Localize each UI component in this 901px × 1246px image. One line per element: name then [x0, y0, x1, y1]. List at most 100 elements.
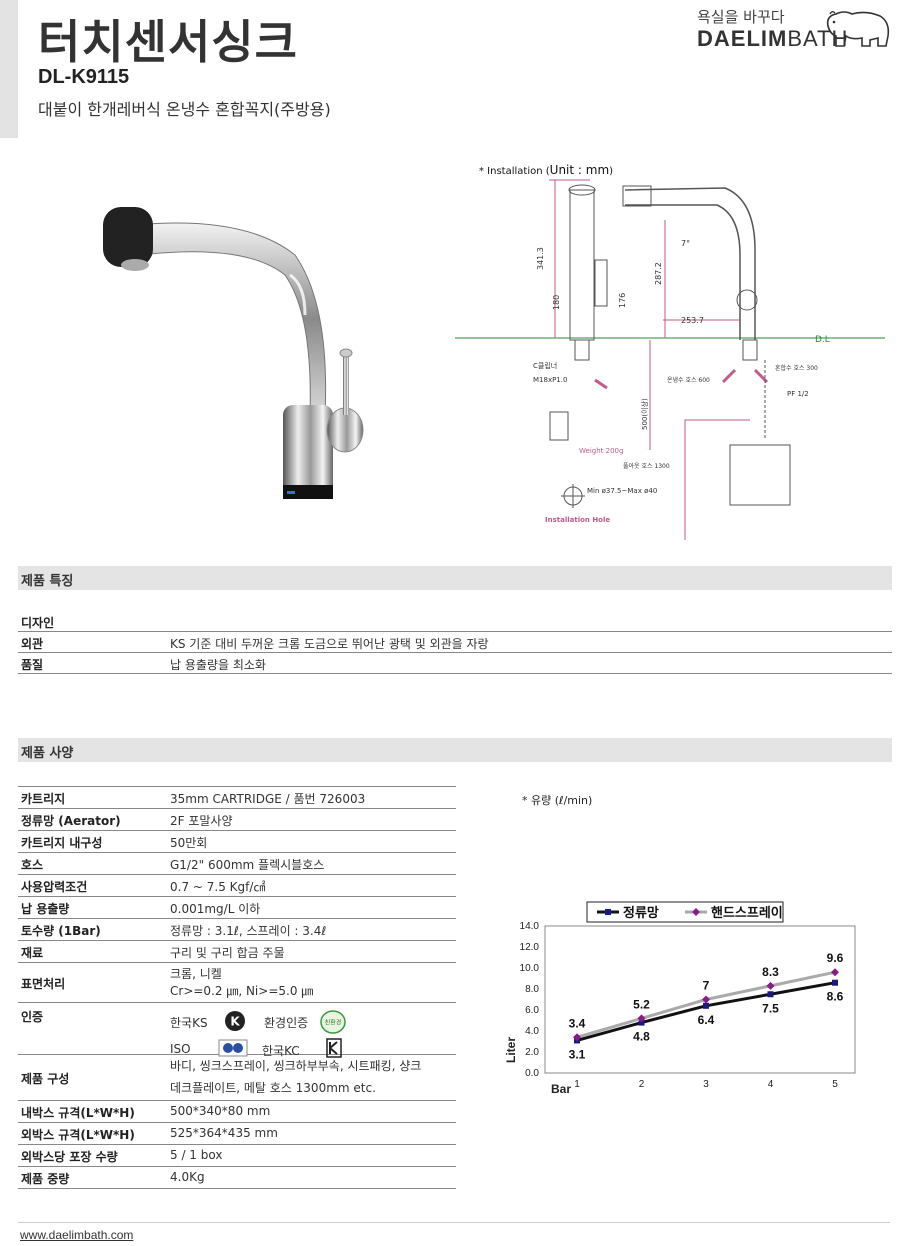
brand-tagline: 욕실을 바꾸다 — [697, 8, 785, 26]
spec-divider — [18, 962, 456, 963]
installation-unit: Unit : mm — [549, 163, 610, 177]
spec-divider — [18, 1144, 456, 1145]
features-section-header: 제품 특징 — [18, 566, 892, 590]
spec-divider — [18, 830, 456, 831]
data-label: 5.2 — [633, 997, 650, 1011]
spec-key: 내박스 규격(L*W*H) — [21, 1106, 135, 1120]
model-number: DL-K9115 — [38, 66, 130, 88]
dim-angle: 7° — [681, 239, 690, 248]
x-tick-label: 4 — [768, 1079, 774, 1090]
spec-value: 크롬, 니켈 — [170, 967, 222, 981]
x-tick-label: 1 — [574, 1079, 580, 1090]
flow-rate-note: * 유량 (ℓ/min) — [522, 794, 593, 807]
y-tick-label: 8.0 — [525, 984, 539, 995]
cert-ks-label: 한국KS — [170, 1016, 208, 1030]
spec-key: 인증 — [21, 1010, 44, 1024]
spec-divider — [18, 918, 456, 919]
label-pf: PF 1/2 — [787, 390, 809, 398]
divider — [18, 673, 892, 674]
spec-value: 0.001mg/L 이하 — [170, 902, 261, 916]
data-point — [637, 1014, 646, 1023]
dim-180: 180 — [552, 295, 561, 310]
spec-key: 토수량 (1Bar) — [21, 924, 101, 938]
spec-key: 재료 — [21, 946, 44, 960]
label-hot-hose: 온냉수 호스 600 — [667, 376, 710, 384]
footer-website-link[interactable]: www.daelimbath.com — [20, 1228, 134, 1242]
spec-key: 외박스 규격(L*W*H) — [21, 1128, 135, 1142]
spec-row: 정류망 (Aerator)2F 포말사양 — [18, 808, 456, 830]
spec-divider — [18, 786, 456, 787]
certification-block: 한국KS K 환경인증 친환경 ISO 한국KC — [170, 1010, 456, 1062]
data-label: 8.6 — [827, 990, 844, 1004]
divider — [18, 652, 892, 653]
spec-key: 호스 — [21, 858, 44, 872]
label-thread: M18xP1.0 — [533, 376, 567, 384]
x-tick-label: 3 — [703, 1079, 709, 1090]
spec-key: 납 용출량 — [21, 902, 70, 916]
spec-divider — [18, 940, 456, 941]
brand-logo-text: DAELIMBATH — [697, 26, 848, 52]
dl-label: D.L — [815, 335, 830, 345]
product-subtitle: 대붙이 한개레버식 온냉수 혼합꼭지(주방용) — [38, 100, 331, 119]
spec-value: 0.7 ~ 7.5 Kgf/㎠ — [170, 880, 266, 894]
data-point — [767, 991, 774, 998]
y-tick-label: 2.0 — [525, 1047, 539, 1058]
label-weight: Weight 200g — [579, 447, 623, 455]
specs-section-header: 제품 사양 — [18, 738, 892, 762]
data-point — [573, 1033, 581, 1042]
cert-eco-label: 환경인증 — [264, 1016, 309, 1030]
spec-value: Cr>=0.2 ㎛, Ni>=5.0 ㎛ — [170, 984, 314, 998]
spec-value: 데크플레이트, 메탈 호스 1300mm etc. — [170, 1081, 376, 1095]
spec-divider — [18, 1122, 456, 1123]
spec-value: 35mm CARTRIDGE / 품번 726003 — [170, 792, 366, 806]
data-label: 7.5 — [762, 1001, 779, 1015]
spec-key: 제품 구성 — [21, 1072, 70, 1086]
spec-divider — [18, 1100, 456, 1101]
dim-176: 176 — [618, 293, 627, 308]
spec-row: 외박스 규격(L*W*H) 525*364*435 mm — [18, 1122, 456, 1144]
polar-bear-logo-icon — [826, 11, 890, 47]
label-pull-hose: 풀아웃 호스 1300 — [623, 462, 670, 470]
spec-divider — [18, 1188, 456, 1189]
data-label: 3.1 — [569, 1047, 586, 1061]
spec-key: 사용압력조건 — [21, 880, 88, 894]
spec-value: 50만회 — [170, 836, 208, 850]
cert-iso-label: ISO — [170, 1042, 191, 1056]
y-tick-label: 10.0 — [520, 963, 540, 974]
x-tick-label: 5 — [832, 1079, 838, 1090]
dim-500: 500(이상) — [640, 398, 649, 430]
spec-value: 2F 포말사양 — [170, 814, 233, 828]
y-tick-label: 4.0 — [525, 1026, 539, 1037]
spec-divider — [18, 896, 456, 897]
y-tick-label: 12.0 — [520, 942, 540, 953]
faucet-product-photo — [103, 207, 364, 499]
y-axis-label: Liter — [505, 1037, 518, 1063]
eco-badge-text: 친환경 — [325, 1019, 342, 1027]
ks-mark-icon: K — [225, 1011, 245, 1031]
spec-divider — [18, 852, 456, 853]
data-point — [638, 1019, 645, 1026]
data-label: 3.4 — [569, 1016, 586, 1030]
y-tick-label: 6.0 — [525, 1005, 539, 1016]
feature-row-design: 디자인 — [21, 616, 55, 630]
data-label: 8.3 — [762, 965, 779, 979]
brand-name-bold: DAELIM — [697, 26, 788, 51]
installation-note: * Installation (Unit : mm) — [479, 163, 614, 177]
spec-value: 4.0Kg — [170, 1170, 205, 1184]
spec-row: 사용압력조건 0.7 ~ 7.5 Kgf/㎠ — [18, 874, 456, 896]
cert-kc-label: 한국KC — [262, 1044, 300, 1058]
spec-key: 카트리지 내구성 — [21, 836, 103, 850]
spec-value: 정류망 : 3.1ℓ, 스프레이 : 3.4ℓ — [170, 924, 327, 938]
x-axis-label: Bar — [551, 1082, 571, 1096]
spec-value: 525*364*435 mm — [170, 1126, 278, 1140]
data-label: 7 — [703, 979, 710, 993]
spec-row: 내박스 규격(L*W*H)500*340*80 mm — [18, 1100, 456, 1122]
